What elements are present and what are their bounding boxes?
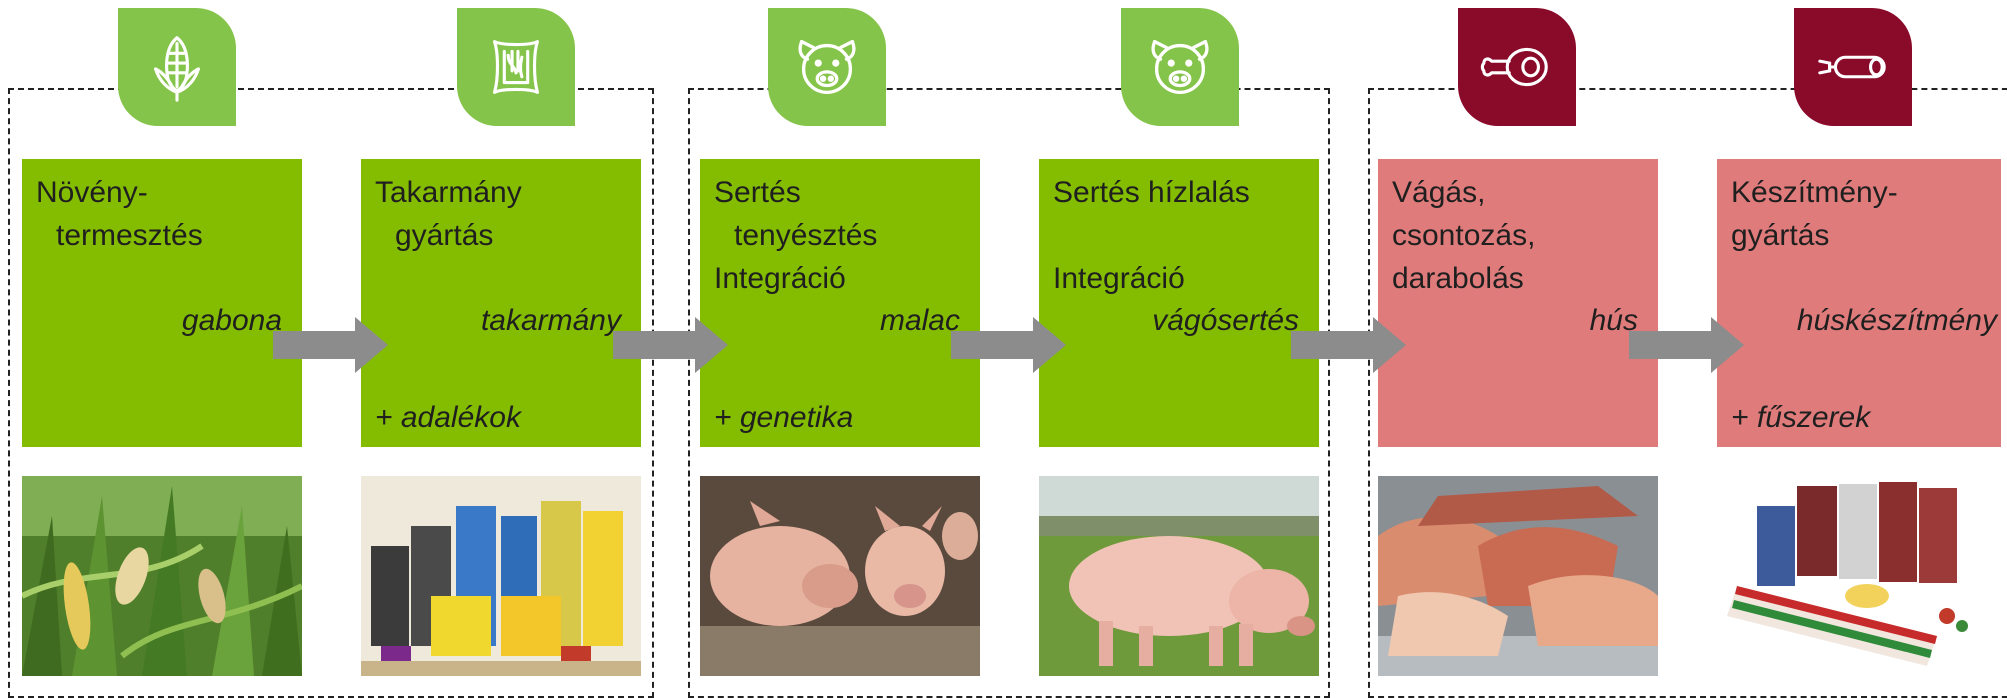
stage-title-spacer — [1053, 214, 1305, 257]
stage-title-line: termesztés — [56, 219, 203, 252]
stage-box-novenytermesztes: Növény- termesztés gabona — [22, 159, 302, 447]
piglets-photo — [700, 476, 980, 676]
product-label-vagosertes: vágósertés — [1152, 304, 1299, 337]
product-label-takarmany: takarmány — [480, 304, 621, 337]
stage-title-line: gyártás — [1731, 219, 1830, 252]
stage-box-keszitmenygyartas: Készítmény- gyártás húskészítmény + fűsz… — [1717, 159, 2001, 447]
pig-on-grass-photo — [1039, 476, 1319, 676]
stage-title: Növény- termesztés — [36, 171, 288, 257]
addition-label-genetika: + genetika — [714, 401, 854, 434]
stage-title: Sertés tenyésztés Integráció — [714, 171, 966, 300]
corn-field-photo — [22, 476, 302, 676]
stage-title-line: csontozás, — [1392, 219, 1536, 252]
flow-arrow — [273, 317, 388, 373]
meat-cuts-photo — [1378, 476, 1658, 676]
stage-title-line: tenyésztés — [734, 219, 878, 252]
stage-title-line: Készítmény- — [1731, 176, 1898, 209]
stage-title-line: darabolás — [1392, 262, 1524, 295]
meat-products-photo — [1717, 476, 1997, 676]
stage-title-line: Növény- — [36, 176, 148, 209]
addition-label-fuszerek: + fűszerek — [1731, 401, 1871, 434]
stage-title-line: Vágás, — [1392, 176, 1486, 209]
ham-leg-icon — [1458, 8, 1576, 126]
integration-label: Integráció — [714, 262, 846, 295]
corn-icon — [118, 8, 236, 126]
stage-box-takarmanygyartas: Takarmány gyártás takarmány + adalékok — [361, 159, 641, 447]
feed-bags-photo — [361, 476, 641, 676]
pig-face-icon — [768, 8, 886, 126]
sausage-icon — [1794, 8, 1912, 126]
product-label-gabona: gabona — [181, 304, 282, 337]
addition-label-adalekok: + adalékok — [375, 401, 521, 434]
stage-title-line: Sertés — [714, 176, 801, 209]
flow-arrow — [613, 317, 728, 373]
stage-title-line: Takarmány — [375, 176, 522, 209]
flow-arrow — [1629, 317, 1744, 373]
integration-label: Integráció — [1053, 262, 1185, 295]
product-label-malac: malac — [879, 304, 960, 337]
stage-title-line: Sertés hízlalás — [1053, 176, 1250, 209]
stage-title: Takarmány gyártás — [375, 171, 627, 257]
flow-arrow — [1291, 317, 1406, 373]
flow-arrow — [951, 317, 1066, 373]
feed-sack-icon — [457, 8, 575, 126]
stage-title: Sertés hízlalás Integráció — [1053, 171, 1305, 300]
stage-box-sertestenyesztes: Sertés tenyésztés Integráció malac + gen… — [700, 159, 980, 447]
stage-title: Vágás, csontozás, darabolás — [1392, 171, 1644, 300]
stage-title-line: gyártás — [395, 219, 494, 252]
product-label-huskeszitmeny: húskészítmény — [1796, 304, 1997, 337]
stage-title: Készítmény- gyártás — [1731, 171, 1997, 257]
pig-face-icon — [1121, 8, 1239, 126]
stage-box-serteshizlalas: Sertés hízlalás Integráció vágósertés — [1039, 159, 1319, 447]
stage-box-vagas: Vágás, csontozás, darabolás hús — [1378, 159, 1658, 447]
